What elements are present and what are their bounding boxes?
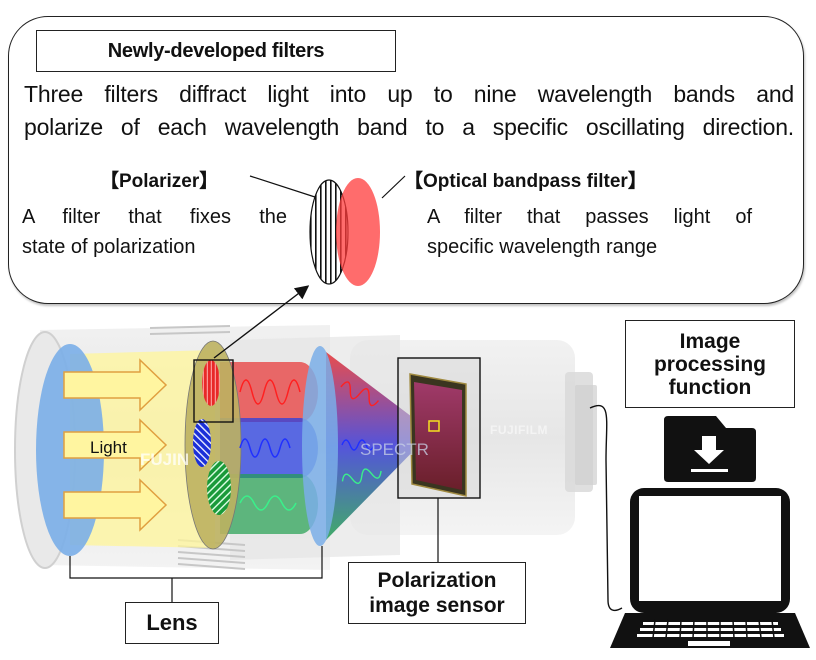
ipf-line-2: processing [653,352,767,376]
blue-filter-segment [193,419,211,467]
bandpass-leader-line [381,175,406,199]
lens-label: Lens [125,602,219,644]
light-label: Light [90,438,127,457]
callout-description: Three filters diffract light into up to … [24,78,794,144]
sensor-label: Polarization image sensor [348,562,526,624]
description-line-2: polarize of each wavelength band to a sp… [24,114,794,140]
laptop-icon [610,488,810,648]
image-processing-label: Image processing function [625,320,795,408]
camera-brand-logo: FUJIFILM [490,423,548,437]
blue-beam [220,418,318,478]
red-wave [239,379,301,405]
filter-highlight-box [193,359,234,423]
bandpass-filter-icon [336,178,380,286]
sensor-label-line-2: image sensor [369,594,505,617]
bandpass-description: A filter that passes light of specific w… [427,202,752,262]
zoom-arrow [213,285,310,359]
polarizer-description: A filter that fixes the state of polariz… [22,202,287,262]
polarizer-heading: 【Polarizer】 [100,171,219,192]
polarizer-desc-line-1: A filter that fixes the [22,206,287,228]
folder-download-icon [664,416,756,482]
rear-lens-element [302,346,338,546]
polarizer-desc-line-2: state of polarization [22,236,196,258]
light-arrow-2 [63,418,168,472]
light-arrow-3 [63,478,168,532]
polarizer-leader-line [249,175,319,199]
wavelength-beams [220,362,318,534]
lens-brand-mark: FUJIN [140,450,190,469]
blue-wave [239,438,291,458]
light-arrows [63,358,168,532]
red-filter-segment [202,360,220,406]
pixel-highlight [428,420,440,432]
bandpass-desc-line-2: specific wavelength range [427,236,658,258]
green-wave [239,495,297,511]
green-filter-segment [207,461,231,515]
description-line-1: Three filters diffract light into up to … [24,81,794,107]
usb-cable [589,405,623,612]
lens-bracket [69,546,323,579]
ipf-line-3: function [668,375,752,399]
green-beam [220,474,318,534]
sensor-label-line-1: Polarization [377,569,497,592]
lens-brand-mark-2: SPECTR [360,440,429,459]
bandpass-desc-line-1: A filter that passes light of [427,206,752,228]
bandpass-heading: 【Optical bandpass filter】 [404,171,647,192]
red-beam [220,362,318,422]
ipf-line-1: Image [679,329,741,353]
light-arrow-1 [63,358,168,412]
callout-title: Newly-developed filters [36,30,396,72]
